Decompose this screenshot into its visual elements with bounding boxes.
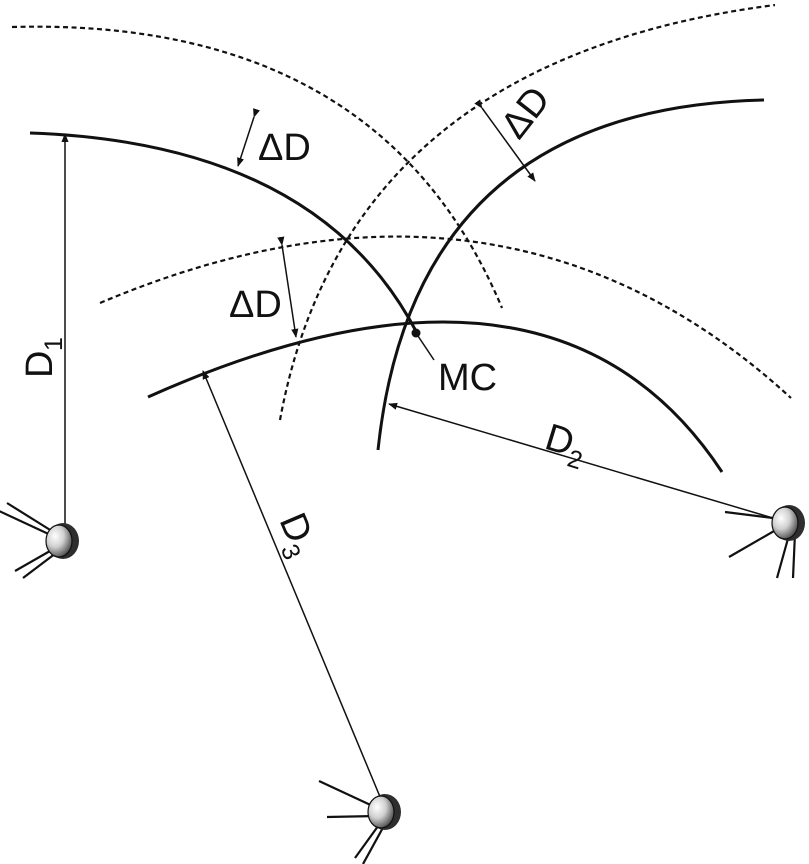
satellite-icon [318, 780, 401, 864]
d2-label: D 2 [540, 416, 585, 475]
delta-d-arrow-1 [237, 108, 260, 167]
d1-label: D 1 [19, 337, 68, 378]
satellite-icon [724, 505, 805, 579]
arc-d3 [147, 320, 724, 473]
delta-d-label-3: ΔD [229, 284, 282, 326]
arc-d1 [29, 131, 419, 334]
delta-d-arrow-2 [474, 99, 536, 182]
arc-d2-plus-delta [278, 3, 776, 421]
arc-d2 [376, 98, 765, 451]
svg-text:D: D [19, 351, 61, 378]
svg-text:1: 1 [40, 337, 68, 351]
d3-label: D 3 [271, 507, 320, 564]
mc-leader [415, 332, 435, 361]
mc-label: MC [438, 357, 497, 399]
arc-d1-plus-delta [11, 25, 504, 309]
range-line-d2 [388, 402, 784, 522]
arc-d3-plus-delta [99, 235, 792, 399]
range-line-d3 [202, 370, 384, 805]
satellite-icon [0, 502, 79, 579]
delta-d-label-1: ΔD [258, 127, 311, 169]
delta-d-arrow-3 [277, 236, 299, 338]
